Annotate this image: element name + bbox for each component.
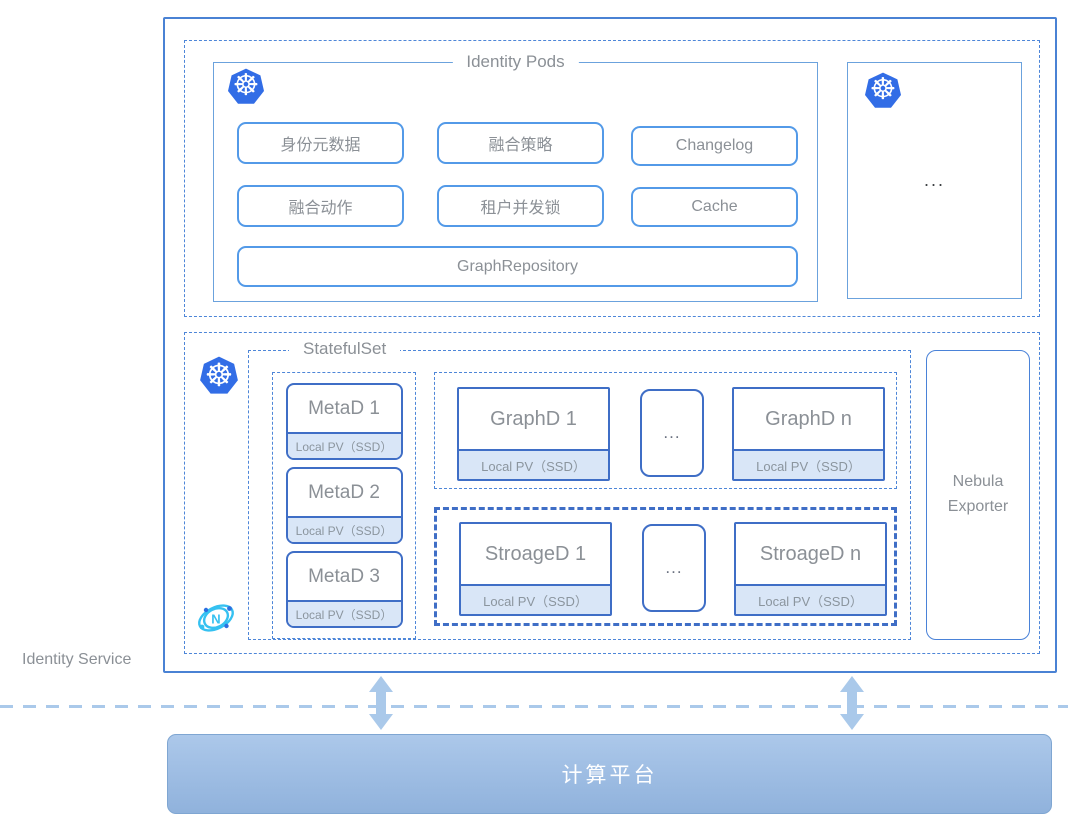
local-pv-label: Local PV（SSD） [287, 516, 401, 542]
graphd-group: GraphD 1 Local PV（SSD） ... GraphD n Loca… [434, 372, 897, 489]
node-name: StroageD 1 [484, 542, 587, 565]
local-pv-label: Local PV（SSD） [736, 584, 885, 614]
graphd-node: GraphD 1 Local PV（SSD） [457, 387, 610, 481]
kubernetes-icon: ☸ [865, 72, 901, 108]
metad-group: MetaD 1 Local PV（SSD） MetaD 2 Local PV（S… [272, 372, 416, 639]
nebula-graph-icon: N [198, 604, 234, 632]
more-pods-box: ☸ ... [847, 62, 1022, 299]
local-pv-label: Local PV（SSD） [461, 584, 610, 614]
node-name: StroageD n [759, 542, 862, 565]
module-fusion-strategy: 融合策略 [437, 122, 604, 164]
compute-platform-label: 计算平台 [561, 764, 658, 787]
graphd-node: GraphD n Local PV（SSD） [732, 387, 885, 481]
graphd-ellipsis-box: ... [640, 389, 704, 477]
statefulset-title: StatefulSet [289, 339, 401, 359]
local-pv-label: Local PV（SSD） [287, 600, 401, 626]
local-pv-label: Local PV（SSD） [459, 449, 608, 479]
storaged-ellipsis-box: ... [642, 524, 706, 612]
local-pv-label: Local PV（SSD） [287, 432, 401, 458]
nebula-exporter-box: Nebula Exporter [926, 350, 1030, 640]
identity-service-label: Identity Service [22, 651, 132, 668]
svg-text:N: N [211, 612, 220, 627]
statefulset-region: ☸ N StatefulSet MetaD 1 [184, 332, 1040, 654]
module-changelog: Changelog [631, 126, 798, 166]
metad-node: MetaD 3 Local PV（SSD） [285, 551, 403, 628]
module-fusion-action: 融合动作 [237, 185, 404, 227]
identity-service-box: Identity Pods ☸ 身份元数据 融合策略 Changelog 融合动… [163, 17, 1057, 673]
node-name: GraphD n [765, 407, 852, 430]
storaged-node: StroageD n Local PV（SSD） [734, 522, 887, 616]
identity-pods-box: Identity Pods ☸ 身份元数据 融合策略 Changelog 融合动… [213, 52, 818, 302]
nebula-exporter-label: Nebula Exporter [947, 473, 1009, 515]
module-graph-repository: GraphRepository [237, 246, 798, 287]
module-cache: Cache [631, 187, 798, 227]
identity-pods-region: Identity Pods ☸ 身份元数据 融合策略 Changelog 融合动… [184, 40, 1040, 317]
node-name: MetaD 1 [308, 397, 380, 419]
connection-arrow-left [369, 676, 393, 730]
module-identity-metadata: 身份元数据 [237, 122, 404, 164]
node-name: MetaD 2 [308, 481, 380, 503]
layer-separator-line [0, 705, 1068, 708]
statefulset-box: StatefulSet MetaD 1 Local PV（SSD） MetaD … [248, 339, 911, 640]
metad-node: MetaD 1 Local PV（SSD） [285, 383, 403, 460]
node-name: MetaD 3 [308, 565, 380, 587]
connection-arrow-right [840, 676, 864, 730]
storaged-node: StroageD 1 Local PV（SSD） [459, 522, 612, 616]
module-tenant-lock: 租户并发锁 [437, 185, 604, 227]
more-pods-ellipsis: ... [923, 170, 945, 190]
kubernetes-icon: ☸ [228, 68, 264, 104]
storaged-group: StroageD 1 Local PV（SSD） ... StroageD n … [434, 507, 897, 626]
metad-node: MetaD 2 Local PV（SSD） [285, 467, 403, 544]
node-name: GraphD 1 [490, 407, 577, 430]
local-pv-label: Local PV（SSD） [734, 449, 883, 479]
identity-pods-title: Identity Pods [452, 52, 579, 72]
compute-platform-bar: 计算平台 [167, 734, 1052, 814]
kubernetes-icon: ☸ [200, 356, 238, 394]
